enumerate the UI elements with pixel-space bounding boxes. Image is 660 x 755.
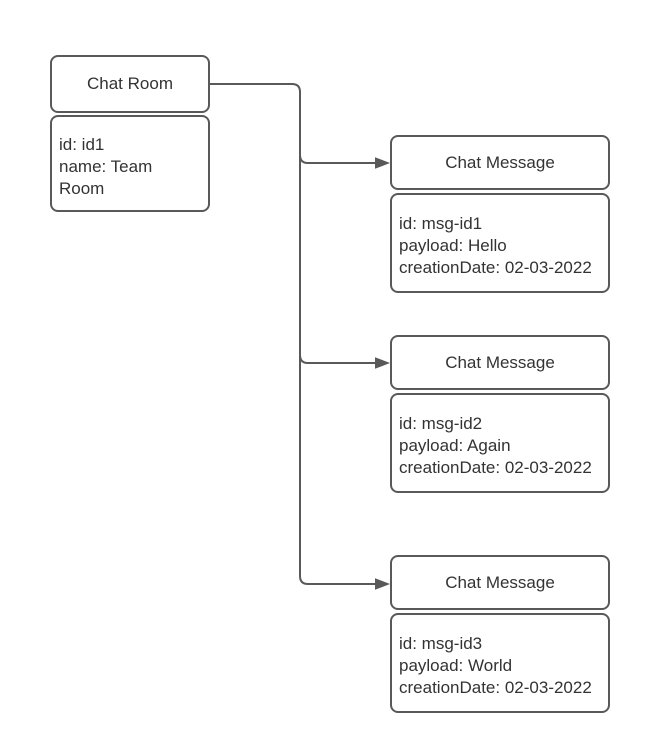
arrowhead-msg2-icon bbox=[375, 357, 390, 369]
chat-message-3-field-payload: payload: World bbox=[399, 656, 513, 675]
edge-room-to-msg1 bbox=[210, 83, 376, 164]
chat-message-1-title: Chat Message bbox=[445, 152, 555, 172]
chat-message-1-field-payload: payload: Hello bbox=[399, 236, 507, 255]
chat-message-3-title-box: Chat Message bbox=[390, 555, 610, 610]
chat-message-3-detail-box: id: msg-id3 payload: World creationDate:… bbox=[390, 613, 610, 713]
chat-message-3-field-id: id: msg-id3 bbox=[399, 634, 483, 653]
chat-room-detail-box: id: id1 name: Team Room bbox=[50, 115, 210, 212]
chat-message-2-field-id: id: msg-id2 bbox=[399, 414, 483, 433]
chat-message-1-field-creation-date: creationDate: 02-03-2022 bbox=[399, 258, 592, 277]
chat-message-3-field-creation-date: creationDate: 02-03-2022 bbox=[399, 678, 592, 697]
chat-room-title: Chat Room bbox=[87, 74, 173, 93]
chat-room-field-name: name: Team Room bbox=[59, 156, 153, 198]
chat-room-field-id: id: id1 bbox=[59, 134, 105, 154]
arrowhead-msg3-icon bbox=[375, 578, 390, 590]
chat-message-2-detail-box: id: msg-id2 payload: Again creationDate:… bbox=[390, 393, 610, 493]
chat-message-2-title: Chat Message bbox=[445, 352, 555, 372]
chat-message-2-field-creation-date: creationDate: 02-03-2022 bbox=[399, 458, 592, 477]
chat-message-2-title-box: Chat Message bbox=[390, 335, 610, 390]
chat-message-2-field-payload: payload: Again bbox=[399, 436, 511, 455]
edge-room-to-msg2 bbox=[299, 92, 376, 364]
edge-room-to-msg3 bbox=[299, 92, 376, 585]
chat-room-title-box: Chat Room bbox=[50, 55, 210, 113]
chat-message-1-detail-box: id: msg-id1 payload: Hello creationDate:… bbox=[390, 193, 610, 293]
chat-message-1-field-id: id: msg-id1 bbox=[399, 214, 483, 233]
chat-message-3-title: Chat Message bbox=[445, 572, 555, 592]
chat-message-1-title-box: Chat Message bbox=[390, 135, 610, 190]
arrowhead-msg1-icon bbox=[375, 157, 390, 169]
